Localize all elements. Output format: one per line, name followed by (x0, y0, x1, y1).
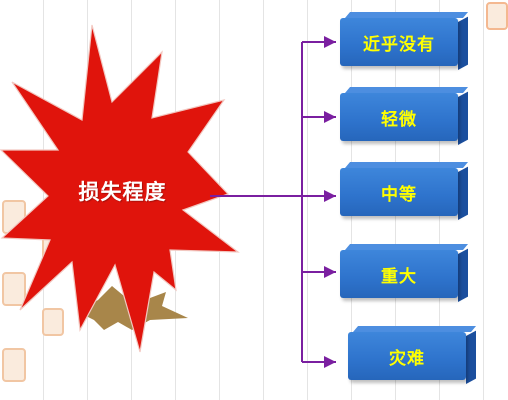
decorative-seal (2, 348, 26, 382)
box-side-face (458, 166, 468, 220)
box-front-face: 重大 (340, 250, 458, 298)
level-box-negligible: 近乎没有 (340, 12, 469, 70)
level-label: 重大 (381, 266, 417, 287)
box-side-face (458, 91, 468, 145)
level-box-moderate: 中等 (340, 162, 469, 220)
box-front-face: 中等 (340, 168, 458, 216)
decorative-seal (486, 2, 508, 30)
level-label: 轻微 (381, 109, 417, 130)
decorative-seal (2, 272, 26, 306)
level-label: 灾难 (389, 348, 425, 369)
box-front-face: 近乎没有 (340, 18, 458, 66)
box-side-face (458, 248, 468, 302)
box-front-face: 轻微 (340, 93, 458, 141)
level-label: 中等 (381, 184, 417, 205)
box-side-face (458, 16, 468, 70)
decorative-seal (42, 308, 64, 336)
level-box-minor: 轻微 (340, 87, 469, 145)
level-box-catastrophic: 灾难 (348, 326, 477, 384)
box-side-face (466, 330, 476, 384)
loss-degree-title: 损失程度 (78, 180, 167, 204)
level-label: 近乎没有 (363, 34, 435, 55)
box-front-face: 灾难 (348, 332, 466, 380)
loss-burst-shape (0, 24, 240, 353)
level-box-major: 重大 (340, 244, 469, 302)
